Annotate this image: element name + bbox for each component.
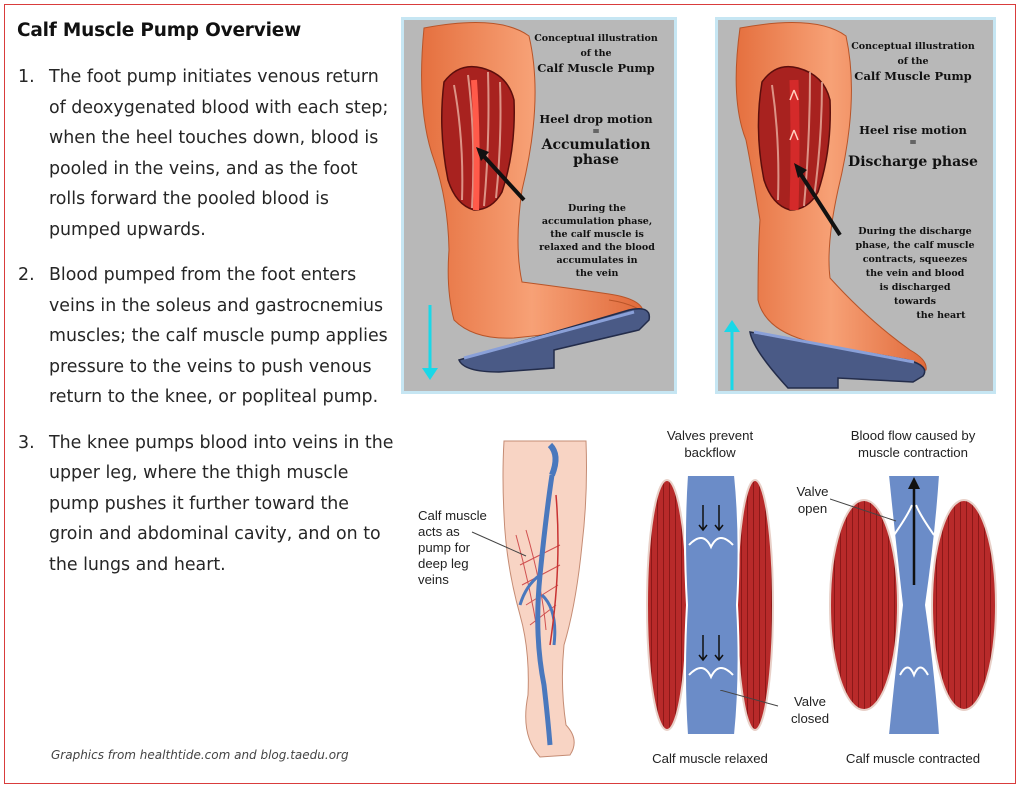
valve-lower [688, 667, 734, 680]
deep-leg-vein [535, 474, 555, 746]
equals-sign: = [909, 138, 917, 148]
contracted-muscle-right [931, 499, 997, 711]
discharge-phase-illustration: Conceptual illustration of the Calf Musc… [715, 17, 996, 394]
list-item-text: The foot pump initiates venous return of… [49, 67, 389, 240]
page-border [4, 4, 1016, 784]
description-line: relaxed and the blood [539, 242, 655, 253]
equals-sign: = [592, 127, 600, 137]
motion-label: Heel rise motion [859, 123, 967, 137]
list-item-number: 2. [18, 265, 35, 285]
description-line: towards [893, 296, 937, 307]
description-line: the calf muscle is [550, 229, 644, 240]
foot-pedal [457, 308, 651, 373]
phase-label: phase [573, 152, 619, 168]
vein-valve-contracted-diagram [829, 475, 997, 735]
caption-line: of the [897, 56, 929, 67]
leader-line [471, 531, 527, 557]
caption-title: Calf Muscle Pump [537, 61, 655, 75]
caption-title: Calf Muscle Pump [854, 69, 972, 83]
list-item-text: The knee pumps blood into veins in the u… [49, 432, 394, 575]
valve-open-label: Valve [796, 484, 829, 499]
blood-flow-label: muscle contraction [858, 445, 968, 460]
description-line: the vein [575, 268, 619, 279]
calf-relaxed-caption: Calf muscle relaxed [652, 751, 768, 766]
caption-line: of the [580, 48, 612, 59]
image-credit: Graphics from healthtide.com and blog.ta… [51, 748, 349, 762]
list-item-number: 1. [18, 67, 35, 87]
leader-line [720, 690, 779, 707]
caption-line: Conceptual illustration [534, 33, 658, 44]
description-line: the vein and blood [865, 268, 965, 279]
blood-flow-label: Blood flow caused by [850, 428, 976, 443]
contracted-muscle-left [829, 499, 899, 711]
leader-line [830, 498, 897, 522]
leg-label-line: Calf muscle [418, 508, 487, 523]
leg-label-line: veins [418, 572, 449, 587]
valves-prevent-label: Valves prevent [666, 428, 754, 443]
description-line: accumulates in [556, 255, 638, 266]
valve-open-label: open [797, 501, 828, 516]
description-line: the heart [916, 310, 966, 321]
valve-closed-label: Valve [793, 694, 826, 709]
motion-label: Heel drop motion [539, 112, 653, 126]
description-line: is discharged [879, 282, 951, 293]
lower-leg-vein-diagram [502, 440, 587, 758]
description-line: During the [568, 203, 626, 214]
leg-label-line: pump for [418, 540, 471, 555]
list-item-text: Blood pumped from the foot enters veins … [49, 265, 388, 407]
phase-label: Accumulation [541, 137, 651, 153]
valves-prevent-label: backflow [684, 445, 736, 460]
valve-closed-label: closed [790, 711, 830, 726]
list-item: 2. Blood pumped from the foot enters vei… [18, 260, 398, 413]
steps-list: 1. The foot pump initiates venous return… [18, 62, 398, 595]
description-line: contracts, squeezes [862, 254, 968, 265]
leg-illustration-heel-drop [421, 22, 651, 380]
list-item-number: 3. [18, 432, 35, 453]
leg-label-line: deep leg [418, 556, 469, 571]
page-title: Calf Muscle Pump Overview [17, 20, 301, 41]
leg-illustration-heel-rise [724, 22, 927, 390]
foot-pedal [749, 331, 926, 389]
list-item: 3. The knee pumps blood into veins in th… [18, 428, 398, 581]
description-line: phase, the calf muscle [855, 240, 975, 251]
valve-lower-closed [899, 666, 929, 678]
valve-upper [688, 537, 734, 550]
description-line: accumulation phase, [541, 216, 653, 227]
caption-line: Conceptual illustration [851, 41, 975, 52]
valve-open [893, 504, 935, 536]
leg-label-line: acts as [418, 524, 460, 539]
pointer-arrow [478, 150, 526, 202]
contracted-vein [886, 475, 942, 735]
vein [789, 79, 800, 211]
pointer-arrow [796, 168, 842, 237]
relaxed-muscle-left [646, 479, 688, 731]
description-line: During the discharge [858, 226, 972, 237]
vein-valve-relaxed-diagram [646, 475, 774, 735]
accumulation-phase-illustration: Conceptual illustration of the Calf Musc… [401, 17, 677, 394]
calf-contracted-caption: Calf muscle contracted [845, 751, 981, 766]
vein [471, 79, 480, 211]
phase-label: Discharge phase [848, 154, 978, 170]
list-item: 1. The foot pump initiates venous return… [18, 62, 398, 245]
